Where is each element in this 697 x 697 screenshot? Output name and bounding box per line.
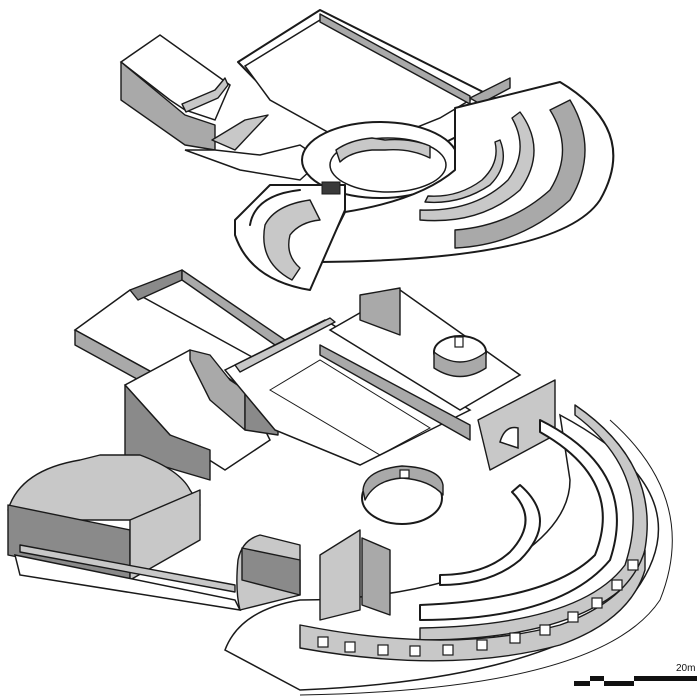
upper-seating-row-1 (419, 111, 535, 222)
lower-courtyard-wall-hatch (234, 317, 336, 373)
lower-sw-dark-wall (241, 547, 301, 596)
lower-courtyard-north-wall (319, 344, 471, 441)
upper-level (119, 9, 615, 291)
upper-auditorium-seats (263, 199, 321, 281)
lower-west-block-side (129, 489, 201, 581)
upper-auditorium-inner (249, 189, 301, 226)
upper-ramp-curve (181, 77, 229, 113)
lower-annex-west-wall (124, 384, 211, 481)
lower-outer-arc (299, 419, 673, 696)
scale-bar (574, 676, 697, 686)
lower-cavea-inner-arc (439, 484, 541, 586)
upper-dark-passage (321, 181, 341, 195)
lower-level (7, 269, 673, 696)
lower-rotunda-wall (362, 465, 444, 501)
lower-nw-room-wall-n (129, 269, 183, 301)
lower-cavea-ring-1 (419, 419, 618, 621)
lower-ne-yard-wall (359, 287, 401, 336)
lower-gate-arch (499, 426, 519, 450)
lower-courtyard-inner (269, 359, 431, 456)
lower-center-wall-2 (361, 537, 391, 616)
upper-seating-row-3 (424, 139, 504, 204)
lower-west-curved-wall (7, 454, 201, 521)
lower-cavea-ring-2 (419, 404, 648, 641)
upper-rotunda-wall (335, 137, 431, 163)
upper-stair (211, 114, 269, 151)
lower-arcade-windows (317, 559, 639, 657)
lower-tower-window (454, 336, 464, 348)
lower-west-bar (19, 544, 236, 593)
lower-tower-body (433, 351, 487, 378)
scale-bar-label: 20m (676, 663, 696, 674)
upper-seating-row-2 (454, 99, 586, 249)
lower-cavea-arcade (299, 549, 646, 662)
lower-center-wall (319, 529, 361, 621)
lower-rotunda-window (399, 469, 410, 479)
